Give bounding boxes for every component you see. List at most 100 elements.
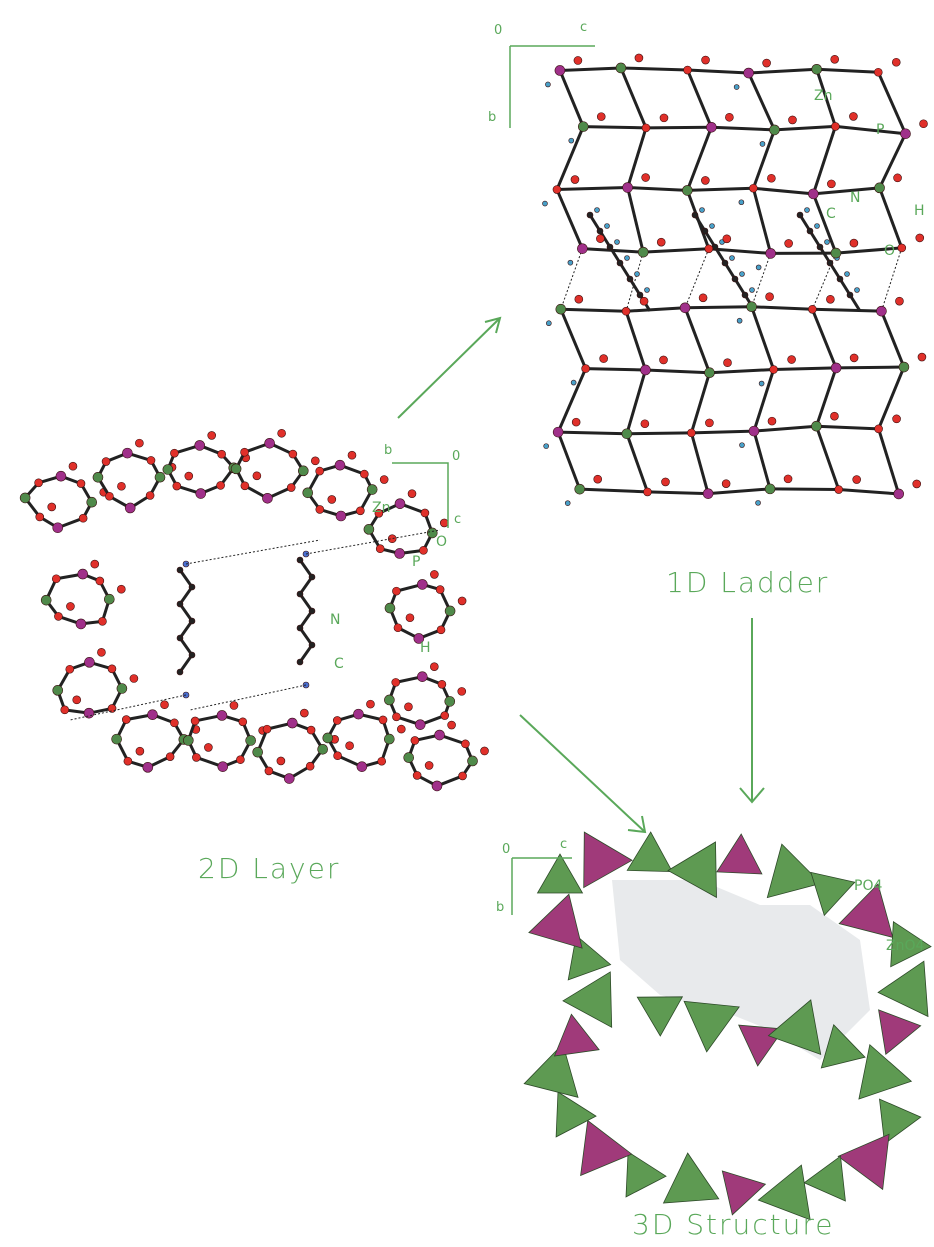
oxygen-atom: [634, 53, 644, 63]
framework-atom: [353, 708, 364, 720]
carbon-atom: [626, 275, 634, 283]
zno4-tetrahedron: [858, 1043, 913, 1100]
bond: [556, 186, 628, 192]
framework-atom: [435, 585, 445, 594]
framework-atom: [122, 447, 133, 459]
oxygen-atom: [327, 495, 337, 504]
carbon-atom: [176, 566, 184, 574]
oxygen-atom: [345, 741, 354, 751]
framework-atom: [414, 719, 426, 730]
framework-atom: [123, 756, 133, 766]
bond: [178, 586, 194, 605]
framework-atom: [95, 576, 105, 586]
framework-atom: [748, 425, 760, 437]
carbon-atom: [721, 259, 729, 267]
bond: [298, 593, 314, 612]
oxygen-atom: [90, 559, 100, 569]
zno4-tetrahedron: [562, 971, 613, 1028]
po4-tetrahedron: [878, 1009, 922, 1056]
zno4-tetrahedron: [803, 1155, 846, 1202]
framework-atom: [436, 625, 446, 635]
framework-atom: [76, 479, 86, 488]
framework-atom: [394, 548, 405, 559]
axis-cell-layer: [392, 462, 449, 528]
bond: [773, 366, 837, 372]
framework-atom: [621, 428, 633, 440]
framework-atom: [555, 303, 567, 315]
hydrogen-atom: [594, 207, 600, 213]
po4-tetrahedron: [553, 1013, 600, 1057]
axis-cell-structure: [511, 857, 572, 915]
framework-atom: [51, 574, 61, 584]
bond: [556, 431, 582, 490]
hydrogen-atom: [604, 223, 610, 229]
oxygen-atom: [765, 292, 774, 302]
framework-atom: [107, 664, 117, 674]
oxygen-atom: [762, 58, 771, 68]
framework-atom: [52, 522, 64, 534]
po4-tetrahedron: [583, 831, 633, 889]
bond: [878, 133, 907, 189]
framework-atom: [363, 524, 375, 535]
hydrogen-atom: [614, 239, 620, 245]
layer-title: 2D Layer: [198, 852, 341, 885]
bond: [711, 125, 775, 132]
framework-atom: [366, 484, 378, 495]
carbon-atom: [596, 227, 604, 235]
bond: [815, 367, 838, 427]
bond: [178, 620, 194, 639]
oxygen-atom: [379, 475, 389, 484]
oxygen-atom: [912, 479, 922, 489]
framework-atom: [262, 724, 272, 734]
framework-atom: [811, 63, 823, 75]
framework-atom: [384, 694, 395, 706]
hydrogen-atom: [758, 380, 765, 387]
oxygen-atom: [659, 355, 668, 365]
axis-cell-ladder: [509, 45, 595, 128]
oxygen-atom: [439, 518, 449, 528]
framework-atom: [643, 487, 652, 497]
framework-atom: [252, 746, 263, 758]
framework-atom: [52, 685, 64, 696]
oxygen-atom: [204, 743, 213, 752]
bond: [816, 424, 879, 431]
framework-atom: [622, 182, 633, 193]
framework-atom: [34, 478, 43, 488]
framework-atom: [898, 361, 910, 373]
framework-atom: [444, 605, 456, 617]
zno4-tetrahedron: [757, 1164, 811, 1221]
oxygen-atom: [184, 471, 194, 481]
bond: [624, 310, 647, 371]
framework-atom: [306, 725, 316, 735]
framework-atom: [262, 492, 273, 504]
framework-atom: [641, 123, 651, 133]
framework-atom: [172, 481, 182, 491]
bond: [751, 187, 773, 254]
bond: [625, 369, 647, 435]
oxygen-atom: [252, 471, 262, 481]
framework-atom: [900, 128, 911, 140]
hydrogen-atom: [634, 271, 640, 277]
framework-atom: [315, 505, 325, 514]
oxygen-atom: [135, 438, 144, 448]
carbon-atom: [176, 600, 184, 608]
zno4-tetrahedron: [810, 871, 856, 917]
framework-atom: [238, 717, 248, 727]
oxygen-atom: [661, 477, 670, 487]
zno4-tetrahedron: [667, 841, 717, 899]
framework-atom: [335, 510, 347, 522]
zno4-tetrahedron: [662, 1152, 720, 1204]
layer-atom-c: C: [334, 656, 344, 672]
framework-atom: [394, 498, 406, 509]
oxygen-atom: [276, 756, 286, 766]
framework-atom: [240, 481, 250, 491]
oxygen-atom: [129, 674, 139, 683]
framework-atom: [195, 488, 207, 499]
framework-atom: [830, 362, 842, 374]
framework-atom: [78, 513, 88, 523]
hydrogen-atom: [755, 500, 761, 506]
framework-atom: [75, 618, 87, 630]
bond: [626, 187, 645, 253]
oxygen-atom: [117, 481, 126, 491]
framework-atom: [679, 302, 691, 314]
